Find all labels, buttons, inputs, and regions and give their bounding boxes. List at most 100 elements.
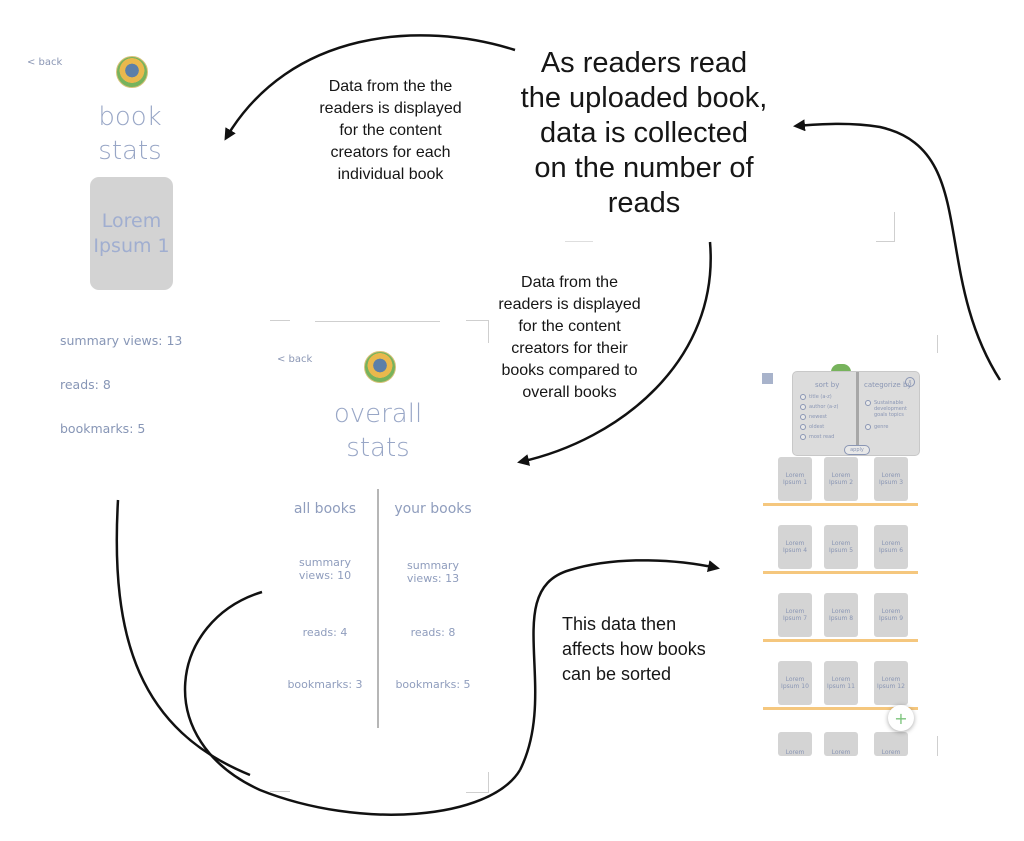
book-tile[interactable]: Lorem Ipsum 12	[874, 661, 908, 705]
sort-option-label: oldest	[809, 424, 825, 430]
radio-icon[interactable]	[865, 424, 871, 430]
all-books-reads: reads: 4	[302, 626, 348, 639]
sorting-annotation-line2: affects how books	[562, 639, 706, 659]
arrow-to-overall-stats	[517, 241, 712, 466]
your-books-summary-views-line1: summary	[407, 559, 459, 572]
overall-stats-back-link[interactable]: < back	[277, 354, 313, 365]
sort-option-label: title (a-z)	[809, 394, 832, 400]
individual-annotation-line1: Data from the the	[328, 78, 453, 95]
main-annotation-line4: on the number of	[534, 152, 754, 184]
sorting-annotation-line1: This data then	[562, 614, 677, 634]
book-cover[interactable]: Lorem Ipsum 1	[90, 177, 173, 290]
book-stats-title: book stats	[60, 100, 200, 168]
sort-option-label: newest	[809, 414, 827, 420]
your-books-summary-views-line2: views: 13	[406, 572, 460, 585]
book-stats-title-line2: stats	[98, 136, 162, 166]
apply-button[interactable]: apply	[844, 445, 870, 455]
your-books-bookmarks: bookmarks: 5	[395, 678, 471, 691]
radio-icon[interactable]	[865, 400, 871, 406]
sort-option[interactable]: newest	[800, 412, 838, 422]
sorting-annotation-line3: can be sorted	[562, 664, 672, 684]
individual-book-annotation: Data from the the readers is displayed f…	[288, 76, 493, 186]
menu-square-icon[interactable]	[762, 373, 773, 384]
sort-option[interactable]: title (a-z)	[800, 392, 838, 402]
sort-by-heading: sort by	[815, 381, 840, 389]
book-tile-partial[interactable]: Lorem	[874, 732, 908, 756]
book-tile[interactable]: Lorem Ipsum 10	[778, 661, 812, 705]
book-tile[interactable]: Lorem Ipsum 6	[874, 525, 908, 569]
overall-annotation-line5: books compared to	[501, 362, 638, 379]
book-tile[interactable]: Lorem Ipsum 5	[824, 525, 858, 569]
overall-annotation-line2: readers is displayed	[498, 296, 641, 313]
book-tile[interactable]: Lorem Ipsum 3	[874, 457, 908, 501]
sorting-annotation: This data then affects how books can be …	[562, 612, 762, 687]
app-logo-icon	[831, 364, 851, 372]
overall-stats-title-line2: stats	[346, 433, 410, 463]
overall-annotation-line3: for the content	[518, 318, 621, 335]
book-tile[interactable]: Lorem Ipsum 8	[824, 593, 858, 637]
main-annotation-line3: data is collected	[540, 117, 748, 149]
book-tile-partial[interactable]: Lorem	[778, 732, 812, 756]
overall-books-annotation: Data from the readers is displayed for t…	[467, 272, 672, 404]
book-tile[interactable]: Lorem Ipsum 11	[824, 661, 858, 705]
category-option[interactable]: Sustainable development goals topics	[865, 400, 915, 418]
panel-divider	[856, 372, 859, 452]
arrow-to-library	[518, 559, 720, 771]
book-tile[interactable]: Lorem Ipsum 9	[874, 593, 908, 637]
book-tile[interactable]: Lorem Ipsum 4	[778, 525, 812, 569]
screen-frame-corner	[270, 791, 290, 793]
book-bookmarks: bookmarks: 5	[60, 421, 146, 436]
your-books-reads: reads: 8	[410, 626, 456, 639]
library-screen: sort by categorize by x title (a-z)autho…	[743, 335, 943, 760]
all-books-summary-views-line1: summary	[299, 556, 351, 569]
app-logo-icon	[364, 351, 396, 383]
book-stats-title-line1: book	[98, 102, 162, 132]
category-option-label: genre	[874, 424, 889, 430]
main-annotation-line5: reads	[607, 187, 681, 219]
all-books-bookmarks: bookmarks: 3	[287, 678, 363, 691]
screen-frame-line	[565, 241, 593, 242]
radio-icon[interactable]	[800, 424, 806, 430]
overall-stats-title: overall stats	[308, 397, 448, 465]
screen-frame-right-line	[937, 736, 938, 756]
shelf-line	[763, 639, 918, 642]
panel-close-icon[interactable]: x	[905, 377, 915, 387]
shelf-line	[763, 571, 918, 574]
book-stats-back-link[interactable]: < back	[27, 57, 63, 68]
book-reads: reads: 8	[60, 377, 111, 392]
sort-option[interactable]: most read	[800, 432, 838, 442]
radio-icon[interactable]	[800, 404, 806, 410]
screen-frame-corner	[466, 772, 489, 793]
all-books-heading: all books	[293, 501, 357, 517]
sort-option[interactable]: author (a-z)	[800, 402, 838, 412]
arrow-from-right-edge	[793, 119, 1002, 381]
all-books-summary-views-line2: views: 10	[298, 569, 352, 582]
overall-annotation-line4: creators for their	[511, 340, 628, 357]
arrow-to-book-stats	[224, 34, 516, 141]
your-books-summary-views: summary views: 13	[378, 559, 488, 585]
radio-icon[interactable]	[800, 414, 806, 420]
sort-option[interactable]: oldest	[800, 422, 838, 432]
category-option[interactable]: genre	[865, 424, 915, 430]
individual-annotation-line2: readers is displayed	[319, 100, 462, 117]
shelf-line	[763, 503, 918, 506]
category-option-label: Sustainable development goals topics	[874, 400, 907, 418]
add-book-button[interactable]: +	[888, 705, 914, 731]
sort-option-label: author (a-z)	[809, 404, 839, 410]
category-options: Sustainable development goals topics genr…	[865, 400, 915, 436]
overall-annotation-line6: overall books	[522, 384, 617, 401]
book-cover-title-line1: Lorem	[101, 209, 162, 232]
screen-frame-corner	[270, 320, 290, 322]
book-tile[interactable]: Lorem Ipsum 2	[824, 457, 858, 501]
book-tile-partial[interactable]: Lorem	[824, 732, 858, 756]
arrow-from-overall-stats	[183, 590, 522, 816]
book-tile[interactable]: Lorem Ipsum 1	[778, 457, 812, 501]
all-books-summary-views: summary views: 10	[270, 556, 380, 582]
radio-icon[interactable]	[800, 434, 806, 440]
your-books-heading: your books	[394, 501, 472, 517]
screen-frame-corner	[876, 212, 895, 242]
radio-icon[interactable]	[800, 394, 806, 400]
app-logo-icon	[116, 56, 148, 88]
book-tile[interactable]: Lorem Ipsum 7	[778, 593, 812, 637]
